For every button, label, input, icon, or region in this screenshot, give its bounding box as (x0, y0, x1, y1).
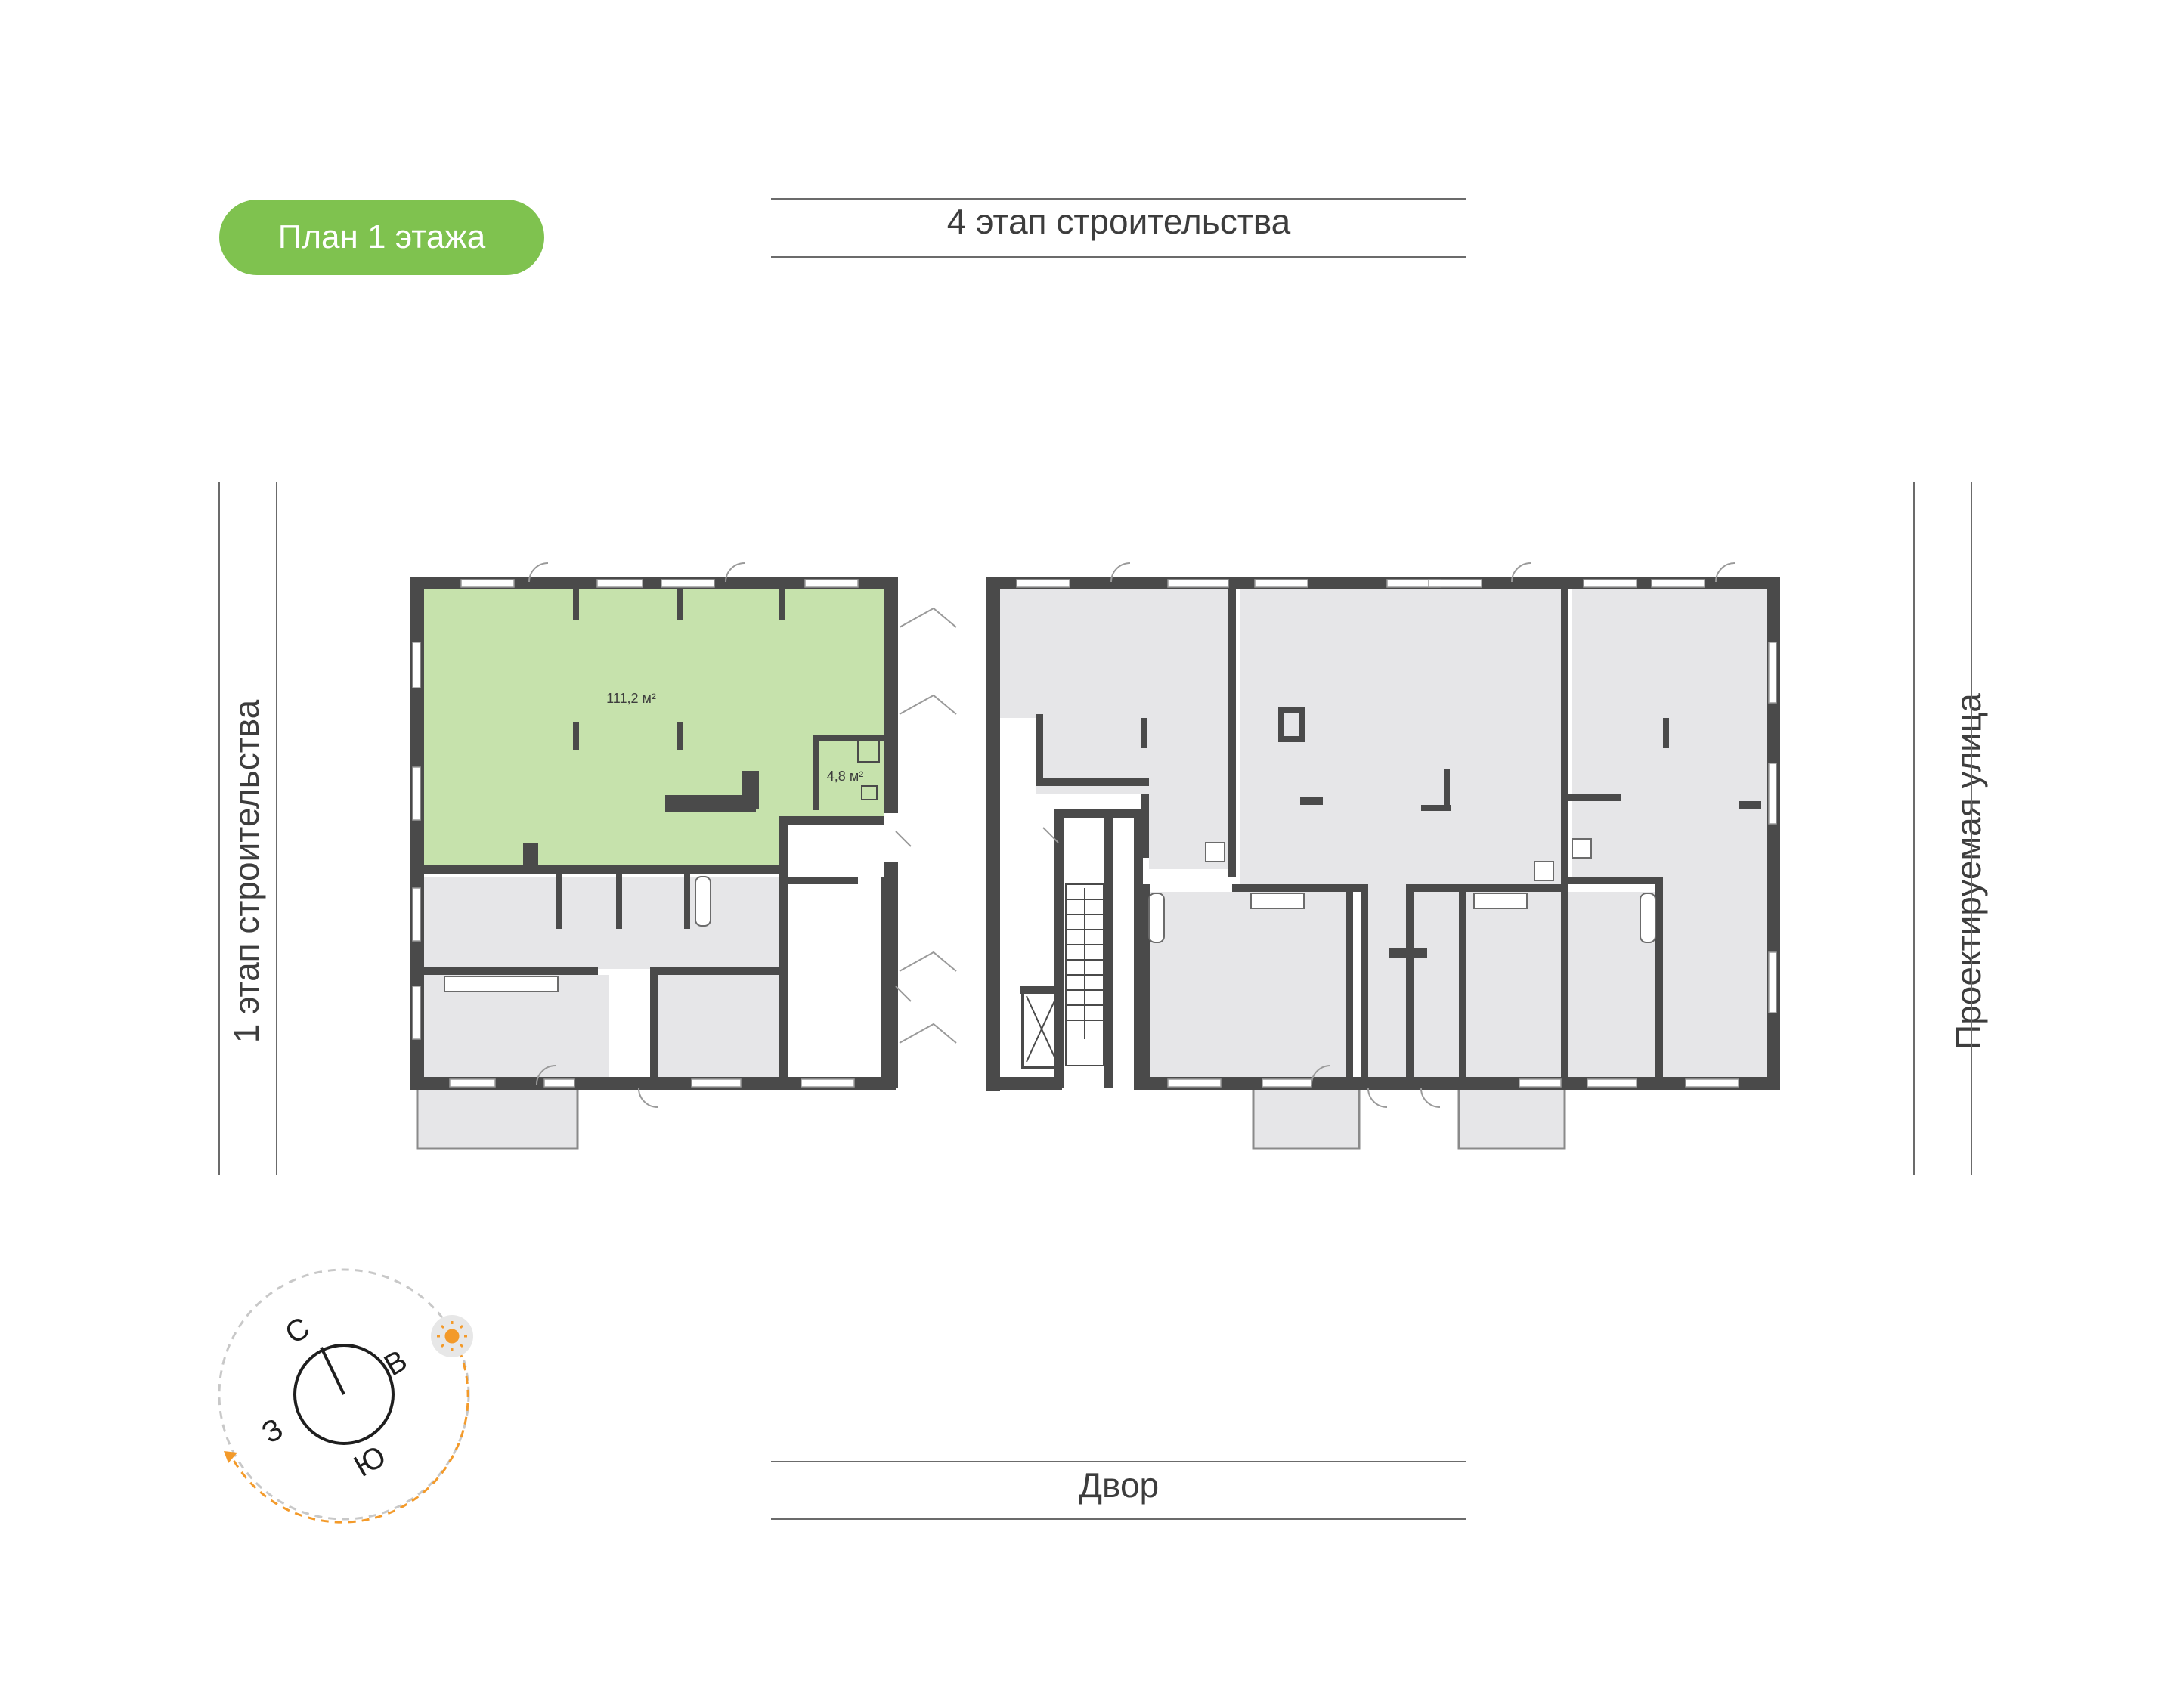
unit-selected[interactable] (423, 589, 884, 865)
area-main-label: 111,2 м² (606, 691, 656, 706)
compass-south: Ю (348, 1440, 392, 1484)
compass: С В Ю З (218, 1268, 473, 1524)
area-bath-label: 4,8 м² (827, 769, 863, 784)
unit-fills (416, 589, 1769, 1150)
balcony-mid (1252, 1087, 1361, 1150)
compass-west: З (256, 1413, 289, 1450)
fixtures (444, 838, 1656, 992)
unit-right-1[interactable] (994, 589, 1232, 869)
guide-lines (218, 198, 1972, 1520)
unit-left-2[interactable] (423, 877, 779, 969)
selected-bathroom (857, 740, 880, 800)
unit-right-3[interactable] (1572, 589, 1769, 1077)
balcony-left (416, 1087, 579, 1150)
label-top-stage4: 4 этап строительства (946, 202, 1291, 241)
staircase (1026, 883, 1104, 1066)
compass-north: С (280, 1310, 315, 1351)
windows (412, 579, 1777, 1088)
door-swings (528, 562, 1736, 1108)
unit-right-4[interactable] (1149, 892, 1353, 1077)
unit-left-4[interactable] (658, 975, 779, 1077)
floor-plan-badge: План 1 этажа (219, 200, 544, 275)
balcony-right (1457, 1087, 1566, 1150)
sun-icon (437, 1321, 467, 1351)
label-bottom-yard: Двор (1078, 1465, 1160, 1505)
